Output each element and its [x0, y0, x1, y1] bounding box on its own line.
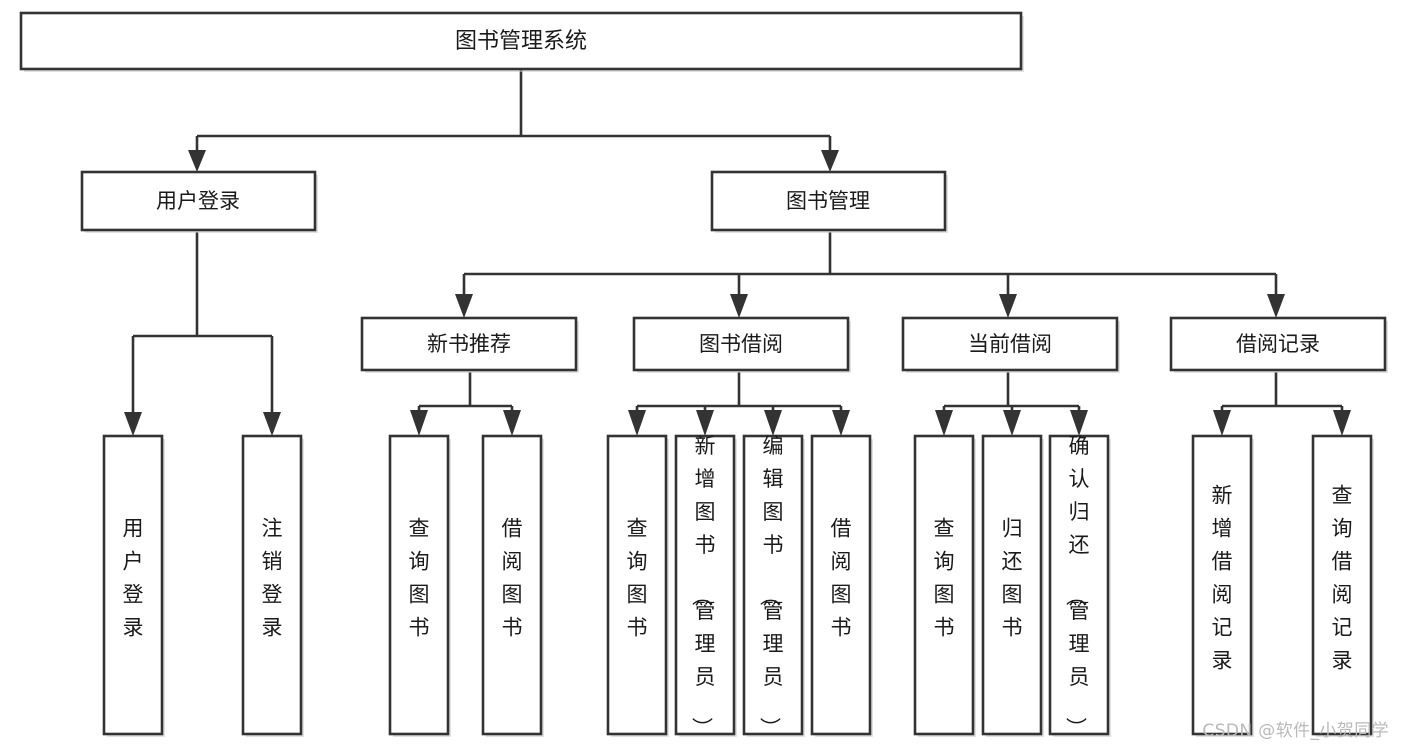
arrowhead-leaf-confirm-return [1070, 410, 1088, 436]
node-leaf-confirm-return-box [1048, 434, 1110, 736]
node-leaf-user-logout-label: 注销登录 [262, 517, 283, 640]
node-borrow-record-label: 借阅记录 [1236, 332, 1320, 356]
node-book-manage-box [710, 170, 947, 232]
node-leaf-edit-book[interactable]: 编辑图书（管理员） [742, 434, 805, 738]
node-leaf-return-book[interactable]: 归还图书 [981, 434, 1044, 737]
node-root-label: 图书管理系统 [455, 29, 587, 54]
node-leaf-user-login-box [102, 434, 164, 736]
node-leaf-confirm-return[interactable]: 确认归还（管理员） [1048, 434, 1111, 738]
arrowhead-current-borrow [999, 294, 1017, 318]
node-leaf-add-book-box [674, 434, 736, 736]
edge-layer [124, 70, 1351, 436]
arrowhead-leaf-query-book-3 [935, 410, 953, 436]
node-leaf-return-book-box [981, 434, 1043, 736]
node-root[interactable]: 图书管理系统 [19, 11, 1024, 72]
node-leaf-query-book-2-box [606, 434, 668, 736]
node-leaf-add-record-box [1191, 434, 1253, 736]
node-book-manage[interactable]: 图书管理 [710, 170, 948, 233]
arrowhead-leaf-query-book-1 [410, 410, 428, 436]
node-leaf-borrow-book-1-label: 借阅图书 [502, 517, 523, 640]
node-leaf-add-record-label: 新增借阅记录 [1212, 484, 1233, 673]
node-leaf-edit-book-box [742, 434, 804, 736]
node-leaf-borrow-book-2[interactable]: 借阅图书 [810, 434, 873, 737]
node-user-login-label: 用户登录 [156, 189, 240, 213]
arrowhead-leaf-borrow-book-1 [503, 410, 521, 436]
node-new-book-recommend[interactable]: 新书推荐 [360, 316, 579, 373]
node-user-login[interactable]: 用户登录 [80, 170, 318, 233]
arrowhead-book-borrow [730, 294, 748, 318]
node-borrow-record[interactable]: 借阅记录 [1169, 316, 1388, 373]
node-leaf-user-login[interactable]: 用户登录 [102, 434, 165, 737]
node-leaf-query-book-3[interactable]: 查询图书 [913, 434, 976, 737]
node-new-book-recommend-label: 新书推荐 [427, 332, 511, 356]
node-leaf-add-record[interactable]: 新增借阅记录 [1191, 434, 1254, 737]
node-leaf-user-logout[interactable]: 注销登录 [241, 434, 304, 737]
node-leaf-query-book-2[interactable]: 查询图书 [606, 434, 669, 737]
node-book-manage-label: 图书管理 [786, 189, 870, 213]
node-leaf-user-logout-box [241, 434, 303, 736]
node-root-box [19, 11, 1023, 71]
arrowhead-leaf-query-book-2 [628, 410, 646, 436]
node-leaf-query-record[interactable]: 查询借阅记录 [1311, 434, 1374, 737]
node-book-borrow[interactable]: 图书借阅 [632, 316, 851, 373]
node-leaf-borrow-book-2-box [810, 434, 872, 736]
node-leaf-query-record-label: 查询借阅记录 [1332, 484, 1353, 673]
node-current-borrow-box [901, 316, 1119, 372]
arrowhead-new-book-recommend [455, 294, 473, 318]
node-leaf-query-book-1-label: 查询图书 [409, 517, 430, 640]
arrowhead-borrow-record [1267, 294, 1285, 318]
node-leaf-borrow-book-2-label: 借阅图书 [831, 517, 852, 640]
node-leaf-query-book-3-label: 查询图书 [934, 517, 955, 640]
arrowhead-leaf-return-book [1003, 410, 1021, 436]
arrowhead-leaf-add-record [1213, 410, 1231, 436]
arrowhead-leaf-user-logout [263, 412, 281, 436]
node-user-login-box [80, 170, 317, 232]
arrowhead-user-login [188, 150, 206, 172]
node-leaf-borrow-book-1-box [481, 434, 543, 736]
node-leaf-query-book-1[interactable]: 查询图书 [388, 434, 451, 737]
arrowhead-leaf-add-book [696, 410, 714, 436]
node-leaf-edit-book-label: 编辑图书（管理员） [758, 434, 784, 738]
arrowhead-leaf-user-login [124, 412, 142, 436]
arrowhead-book-manage [821, 150, 839, 172]
node-leaf-query-book-1-box [388, 434, 450, 736]
node-leaf-confirm-return-label: 确认归还（管理员） [1064, 434, 1090, 738]
node-current-borrow-label: 当前借阅 [968, 332, 1052, 356]
csdn-watermark: CSDN @软件_小贺同学 [1202, 721, 1389, 741]
node-leaf-add-book[interactable]: 新增图书（管理员） [674, 434, 737, 738]
node-leaf-add-book-label: 新增图书（管理员） [690, 434, 716, 738]
node-borrow-record-box [1169, 316, 1387, 372]
arrowhead-leaf-edit-book [764, 410, 782, 436]
node-leaf-query-book-2-label: 查询图书 [627, 517, 648, 640]
node-leaf-query-record-box [1311, 434, 1373, 736]
node-leaf-user-login-label: 用户登录 [123, 517, 144, 640]
node-leaf-borrow-book-1[interactable]: 借阅图书 [481, 434, 544, 737]
node-book-borrow-box [632, 316, 850, 372]
node-book-borrow-label: 图书借阅 [699, 332, 783, 356]
node-new-book-recommend-box [360, 316, 578, 372]
node-leaf-query-book-3-box [913, 434, 975, 736]
arrowhead-leaf-query-record [1333, 410, 1351, 436]
node-leaf-return-book-label: 归还图书 [1002, 517, 1023, 640]
arrowhead-leaf-borrow-book-2 [832, 410, 850, 436]
node-current-borrow[interactable]: 当前借阅 [901, 316, 1120, 373]
